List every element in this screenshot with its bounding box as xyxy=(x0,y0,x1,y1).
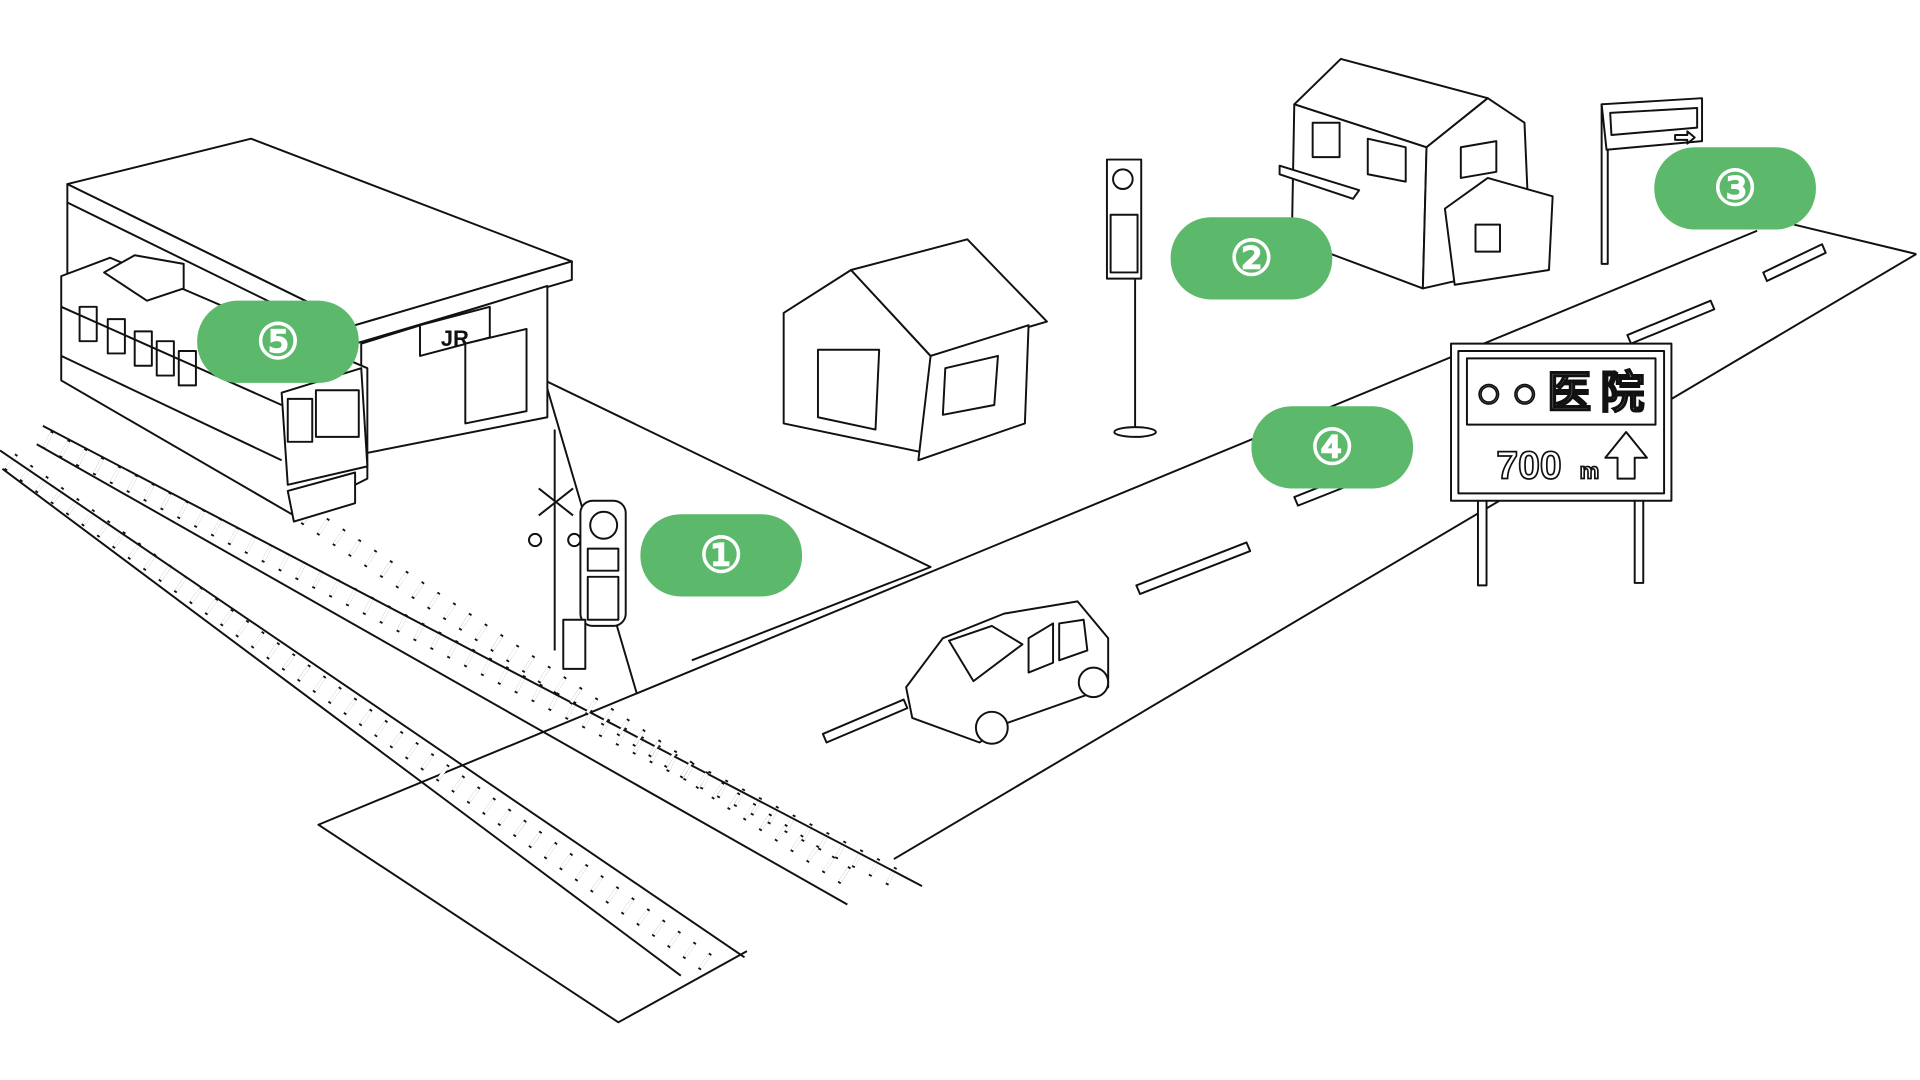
badge-3: ③ xyxy=(1654,147,1816,230)
pedestrian-signal xyxy=(1105,158,1157,438)
car xyxy=(905,600,1110,745)
arrow-up-icon xyxy=(1604,431,1648,480)
hospital-distance: 700 xyxy=(1496,444,1561,488)
svg-text:③: ③ xyxy=(1713,162,1757,216)
svg-text:④: ④ xyxy=(1310,421,1354,475)
direction-sign xyxy=(1600,97,1704,265)
hospital-guide-sign: ○○医院 700 m xyxy=(1450,342,1673,587)
badge-1: ① xyxy=(640,514,803,597)
hospital-name: ○○医院 xyxy=(1476,368,1645,417)
svg-text:①: ① xyxy=(699,529,743,583)
hospital-distance-unit: m xyxy=(1580,459,1600,484)
badge-5: ⑤ xyxy=(197,300,359,383)
railroad-crossing-signal xyxy=(528,429,627,670)
train xyxy=(60,254,369,523)
road xyxy=(317,223,1917,1024)
svg-text:②: ② xyxy=(1229,232,1273,286)
badge-4: ④ xyxy=(1251,406,1414,489)
svg-text:⑤: ⑤ xyxy=(256,315,300,369)
badge-2: ② xyxy=(1170,217,1333,300)
house-small xyxy=(782,238,1048,462)
railway-tracks xyxy=(0,424,923,977)
